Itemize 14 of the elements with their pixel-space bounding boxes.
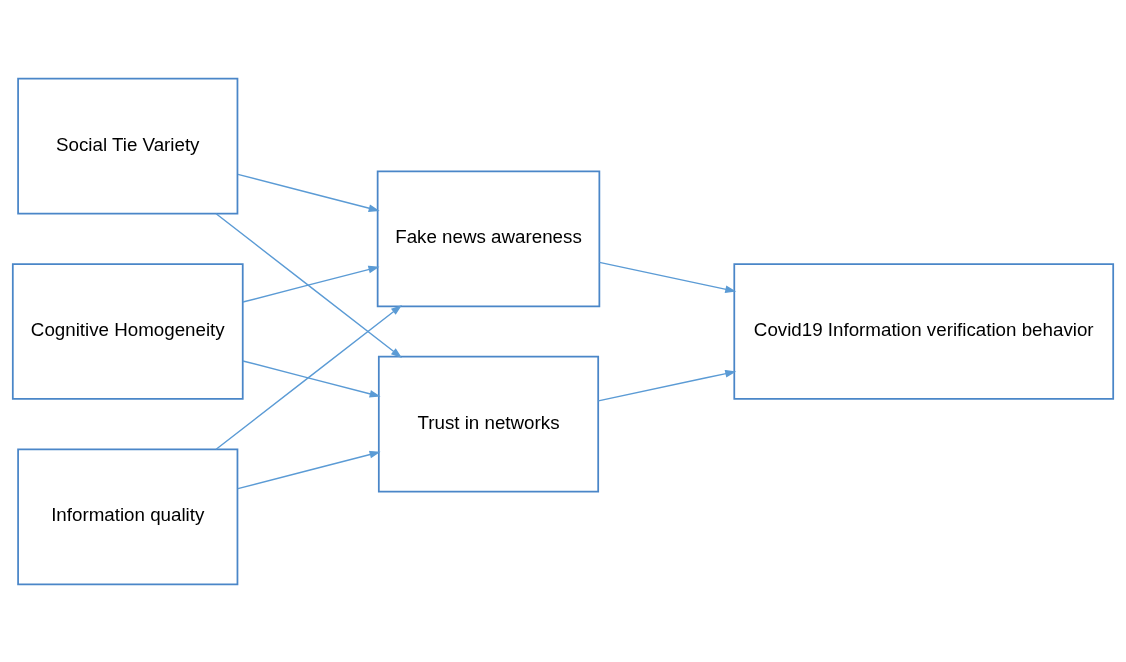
node-box: Trust in networks	[377, 355, 600, 492]
arrow	[598, 261, 737, 293]
node-box: Covid19 Information verification behavior	[733, 262, 1115, 400]
node-box: Social Tie Variety	[17, 77, 239, 214]
arrow	[242, 265, 380, 303]
arrow	[242, 359, 381, 398]
arrow	[215, 304, 403, 450]
node-box: Information quality	[17, 448, 239, 585]
node-box: Fake news awareness	[376, 170, 601, 307]
arrow	[215, 212, 403, 358]
node-box: Cognitive Homogeneity	[11, 262, 244, 400]
arrow	[237, 173, 380, 212]
arrow	[237, 450, 381, 489]
arrow	[597, 369, 737, 402]
